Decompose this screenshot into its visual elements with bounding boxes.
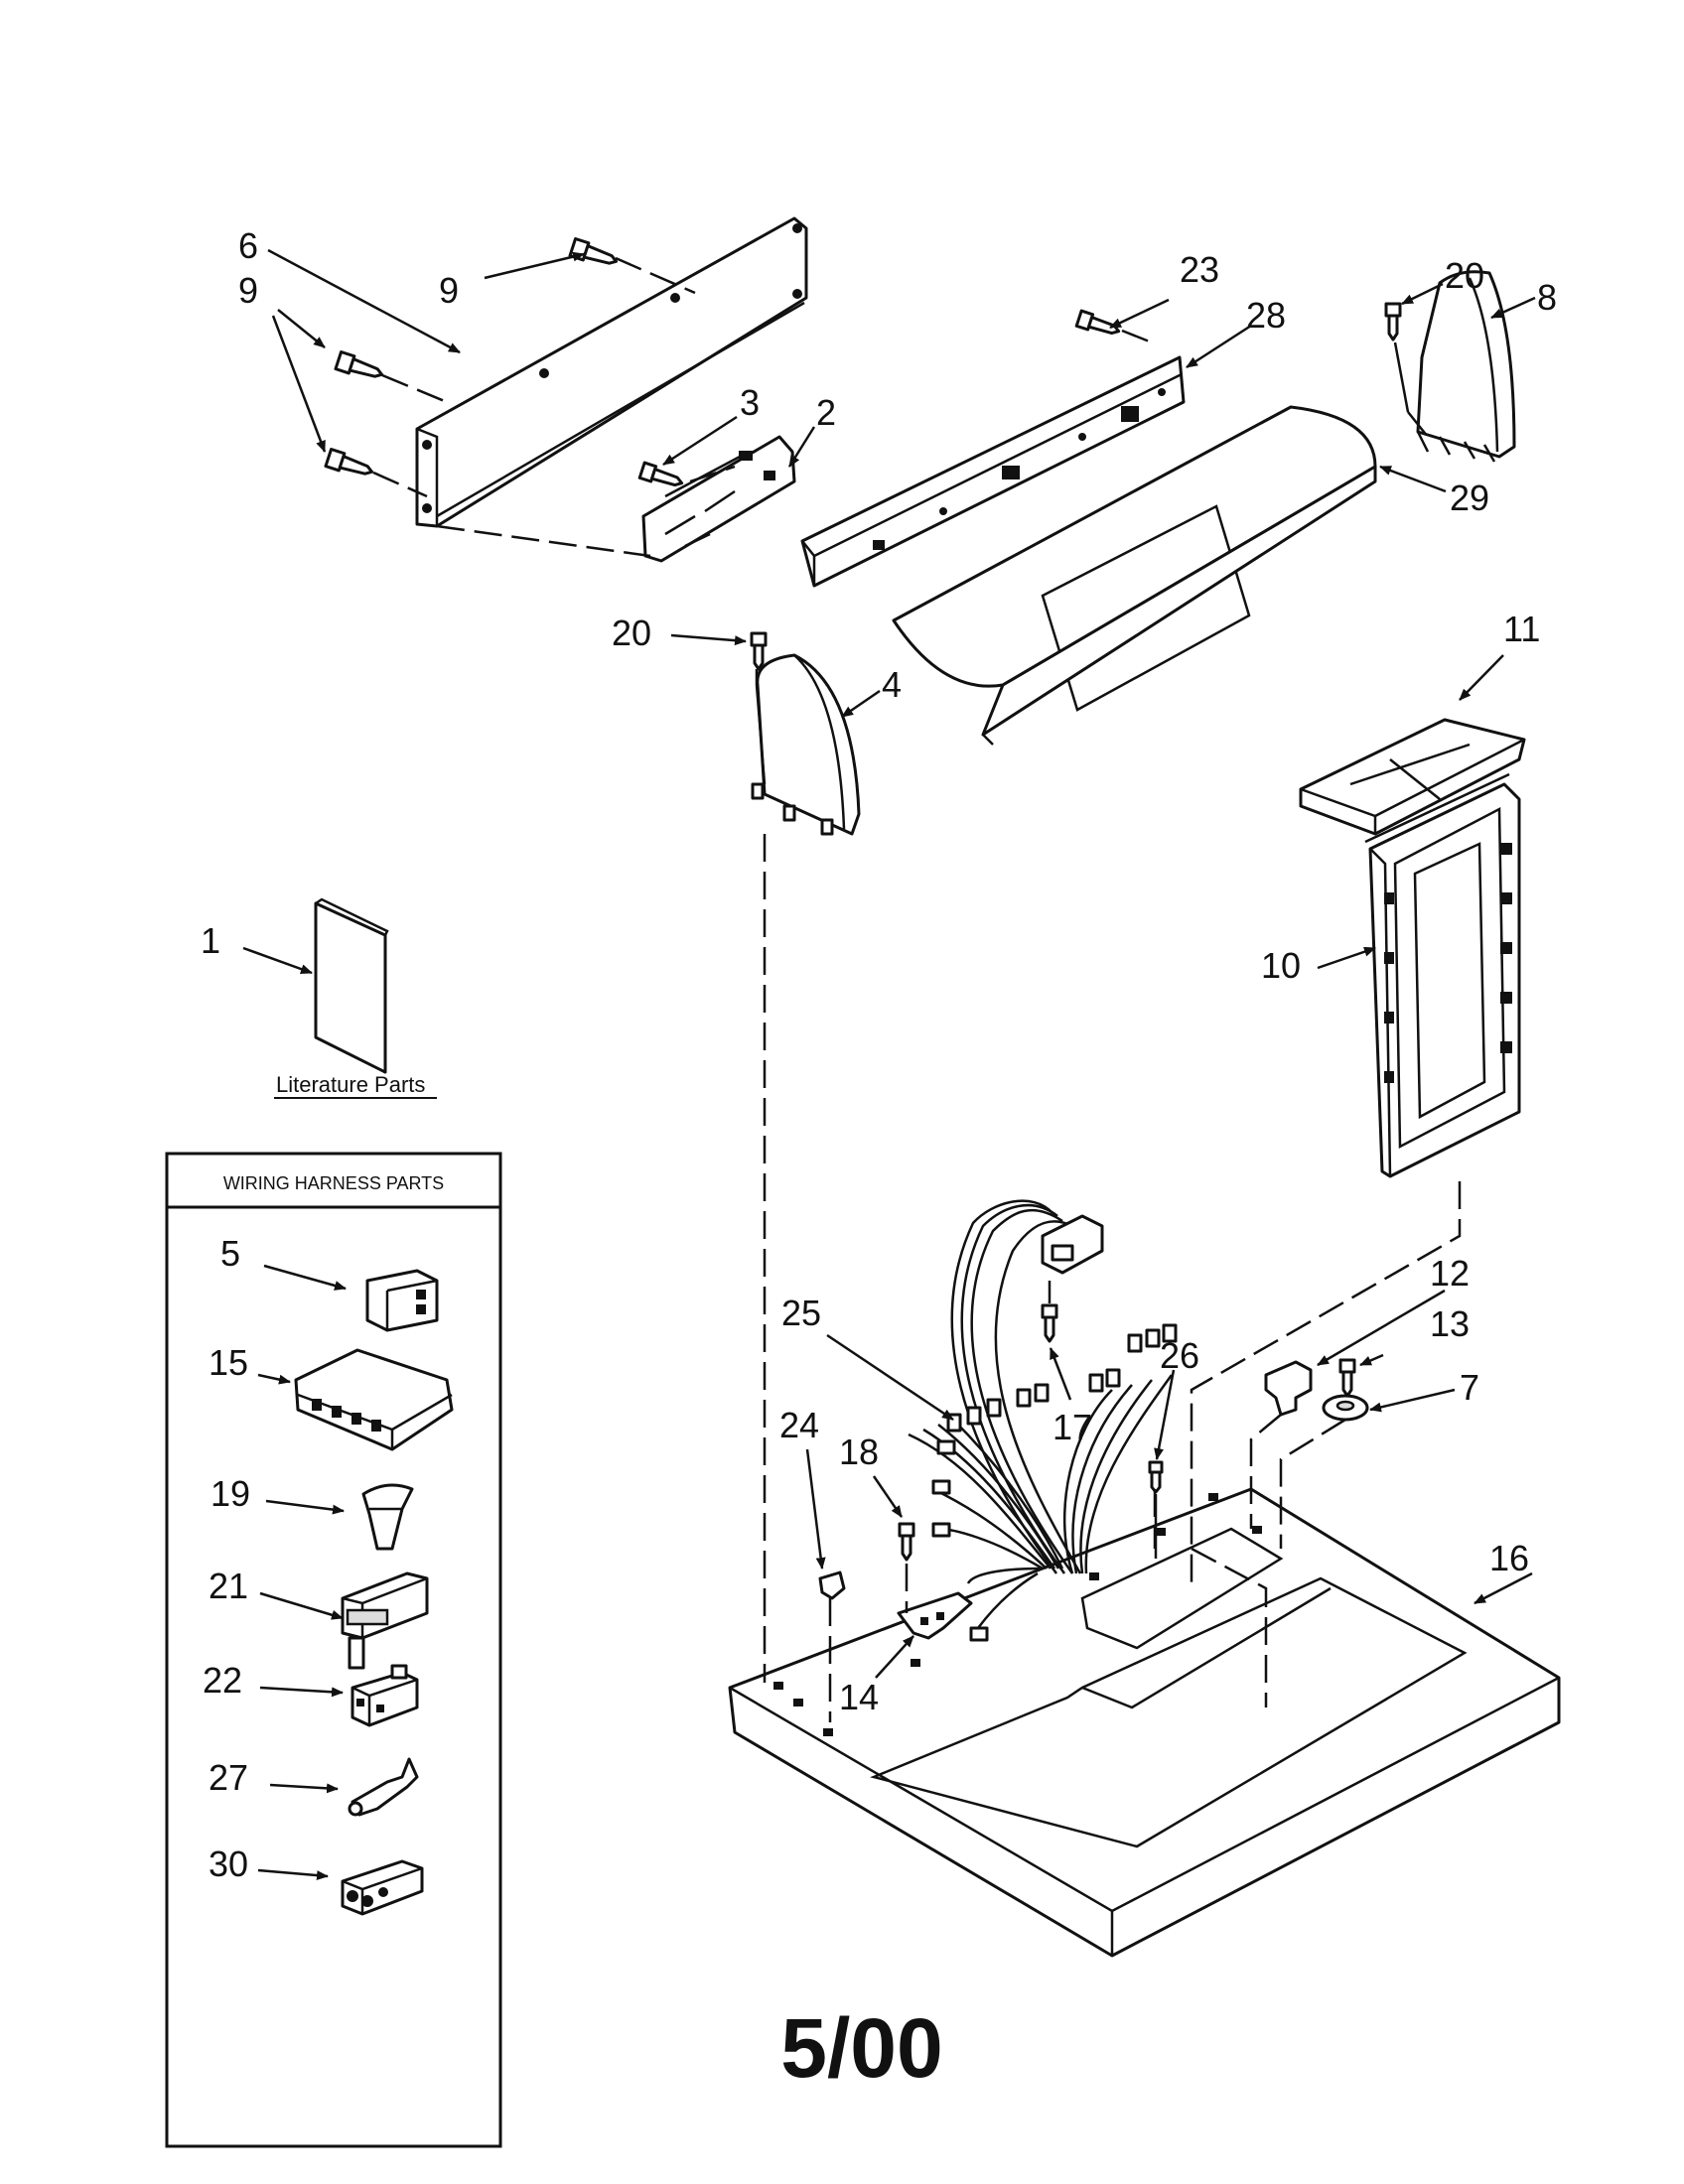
label-7: 7 bbox=[1460, 1367, 1479, 1408]
part-16-top bbox=[728, 1487, 1561, 1958]
label-24: 24 bbox=[779, 1405, 819, 1445]
label-6: 6 bbox=[238, 225, 258, 266]
label-13: 13 bbox=[1430, 1303, 1470, 1344]
part-25-wire-harness bbox=[908, 1199, 1178, 1642]
part-23-screw bbox=[1074, 309, 1153, 344]
part-3-screw bbox=[436, 461, 736, 558]
part-27-terminal bbox=[348, 1757, 419, 1817]
label-15: 15 bbox=[209, 1342, 248, 1383]
label-17: 17 bbox=[1052, 1407, 1092, 1447]
label-25: 25 bbox=[781, 1293, 821, 1333]
label-9a: 9 bbox=[238, 270, 258, 311]
label-8: 8 bbox=[1537, 277, 1557, 318]
part-13-screw bbox=[1338, 1358, 1356, 1398]
part-2-board bbox=[641, 435, 796, 563]
label-2: 2 bbox=[816, 392, 836, 433]
label-21: 21 bbox=[209, 1566, 248, 1606]
label-19: 19 bbox=[210, 1473, 250, 1514]
label-12: 12 bbox=[1430, 1253, 1470, 1294]
wiring-harness-box: WIRING HARNESS PARTS bbox=[165, 1152, 502, 2148]
part-9-screws bbox=[324, 236, 696, 498]
part-21-housing bbox=[341, 1571, 429, 1670]
part-12-bracket bbox=[1264, 1360, 1313, 1417]
part-17-screw bbox=[1041, 1281, 1058, 1343]
part-24-clip bbox=[818, 1570, 846, 1600]
label-10: 10 bbox=[1261, 945, 1301, 986]
label-22: 22 bbox=[203, 1660, 242, 1701]
label-5: 5 bbox=[220, 1233, 240, 1274]
date-code: 5/00 bbox=[780, 2001, 943, 2095]
part-11-grill bbox=[1299, 718, 1526, 836]
label-9b: 9 bbox=[439, 270, 459, 311]
part-22-plug bbox=[351, 1664, 419, 1727]
part-30-plug bbox=[341, 1859, 424, 1916]
leader-arrows bbox=[242, 248, 1536, 1881]
label-16: 16 bbox=[1489, 1538, 1529, 1578]
part-7-washer bbox=[1322, 1394, 1369, 1422]
label-3: 3 bbox=[740, 382, 760, 423]
wiring-box-title: WIRING HARNESS PARTS bbox=[223, 1173, 444, 1193]
label-23: 23 bbox=[1180, 249, 1219, 290]
part-6-panel bbox=[415, 216, 808, 528]
part-15-connector-block bbox=[294, 1348, 454, 1451]
part-20-screw-right bbox=[1384, 302, 1410, 413]
literature-caption: Literature Parts bbox=[276, 1072, 425, 1097]
label-11: 11 bbox=[1503, 609, 1540, 649]
part-20-screw-left bbox=[750, 631, 768, 671]
part-18-screw bbox=[898, 1522, 915, 1562]
part-19-clip bbox=[361, 1483, 414, 1551]
label-1: 1 bbox=[201, 920, 220, 961]
part-14-bracket bbox=[897, 1591, 973, 1640]
label-4: 4 bbox=[882, 664, 902, 705]
part-29-console bbox=[892, 405, 1377, 746]
callout-labels: 6 9 9 3 2 23 28 20 8 29 20 4 11 10 1 5 1… bbox=[201, 225, 1557, 1884]
part-5-connector bbox=[365, 1269, 439, 1332]
part-4-end-cap bbox=[751, 653, 861, 836]
part-1-literature bbox=[314, 897, 389, 1074]
label-28: 28 bbox=[1246, 295, 1286, 336]
label-29: 29 bbox=[1450, 478, 1489, 518]
label-26: 26 bbox=[1160, 1335, 1199, 1376]
part-8-end-cap bbox=[1416, 270, 1516, 463]
label-30: 30 bbox=[209, 1843, 248, 1884]
label-20-right: 20 bbox=[1445, 255, 1484, 296]
label-18: 18 bbox=[839, 1432, 879, 1472]
label-27: 27 bbox=[209, 1757, 248, 1798]
label-20-left: 20 bbox=[612, 613, 651, 653]
part-28-bracket bbox=[800, 355, 1186, 588]
part-10-lint-housing bbox=[1364, 772, 1521, 1178]
assembly-lines bbox=[755, 411, 1462, 1722]
label-14: 14 bbox=[839, 1677, 879, 1717]
